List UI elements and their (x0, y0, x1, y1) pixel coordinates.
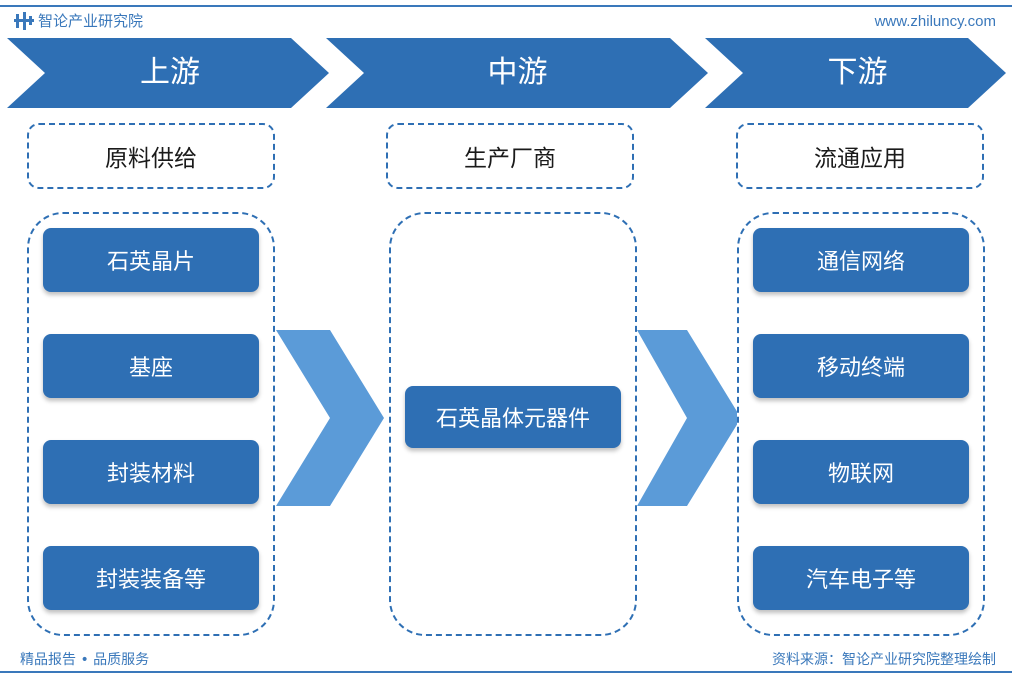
brand-logo-icon (14, 11, 34, 30)
downstream-item-communication: 通信网络 (753, 228, 969, 292)
upstream-item-quartz-wafer: 石英晶片 (43, 228, 259, 292)
stage-chevron-midstream (326, 38, 708, 108)
footer-slogan: 精品报告 • 品质服务 (20, 652, 150, 668)
downstream-item-automotive: 汽车电子等 (753, 546, 969, 610)
header-box-midstream: 生产厂商 (386, 123, 634, 189)
bottom-rule (0, 671, 1012, 673)
flow-arrow-right (637, 330, 741, 506)
downstream-item-iot: 物联网 (753, 440, 969, 504)
footer-source: 资料来源：智论产业研究院整理绘制 (772, 652, 996, 668)
midstream-item-quartz-components: 石英晶体元器件 (405, 386, 621, 448)
flow-arrow-left (276, 330, 384, 506)
stage-chevron-downstream (705, 38, 1006, 108)
brand-logo: 智论产业研究院 (14, 10, 143, 31)
brand-name: 智论产业研究院 (38, 12, 144, 30)
header-box-upstream: 原料供给 (27, 123, 275, 189)
stage-label-downstream: 下游 (827, 55, 888, 90)
upstream-item-packaging-material: 封装材料 (43, 440, 259, 504)
stage-label-upstream: 上游 (140, 55, 200, 90)
header-box-downstream: 流通应用 (736, 123, 984, 189)
stage-chevron-upstream (7, 38, 329, 108)
downstream-item-mobile-terminal: 移动终端 (753, 334, 969, 398)
upstream-item-packaging-equipment: 封装装备等 (43, 546, 259, 610)
top-rule (0, 5, 1012, 7)
website-url: www.zhiluncy.com (874, 13, 996, 30)
upstream-item-base: 基座 (43, 334, 259, 398)
stage-label-midstream: 中游 (487, 55, 548, 90)
